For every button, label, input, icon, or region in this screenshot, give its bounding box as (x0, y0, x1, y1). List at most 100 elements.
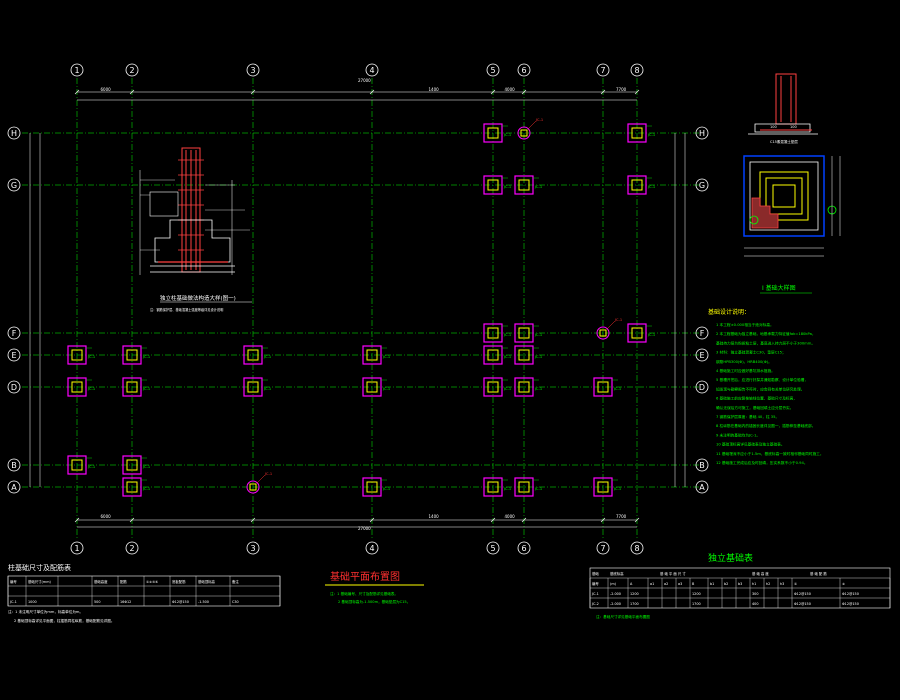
footing-outline (627, 123, 647, 143)
footing-tag: JC-1 (87, 355, 95, 359)
axis-bubble-F (695, 326, 709, 340)
axis-label-1: 1 (74, 66, 79, 75)
axis-label-4: 4 (369, 544, 374, 553)
marker-tag: JC-1 (264, 472, 272, 476)
dimension-tick (369, 89, 375, 95)
axis-bubble-B (695, 458, 709, 472)
left-table-header: 基础高度 (94, 579, 108, 584)
left-table-cell: 500 (94, 600, 100, 604)
design-note-line: 钢筋HPB300(Φ)，HRB400(Φ)。 (716, 359, 772, 364)
right-table-note: 注：基础尺寸详见基础平面布置图 (596, 614, 650, 619)
column-outline (247, 349, 259, 361)
footing-tag: JC-1 (87, 387, 95, 391)
design-notes: 基础设计说明： 1 本工程±0.000相当于绝对标高。2 本工程基础为独立基础，… (708, 308, 824, 465)
axis-bubble-H (695, 126, 709, 140)
right-table-subheader: h3 (780, 582, 784, 586)
column-outline (487, 327, 499, 339)
column-outline (366, 381, 378, 393)
axis-label-F: F (700, 329, 705, 338)
axis-bubble-F (7, 326, 21, 340)
footing-outline (483, 175, 503, 195)
right-table-subheader: b2 (724, 582, 728, 586)
column-outline (631, 179, 643, 191)
column-footing-section-detail: 独立柱基础做法构造大样(图一) 注：钢筋保护层、基础混凝土强度等级详见设计说明 (139, 147, 252, 312)
footing-tag: JC-1 (142, 387, 150, 391)
footing-tag: JC-1 (534, 487, 542, 491)
right-table-header: 基 础 平 面 尺 寸 (660, 571, 686, 576)
axis-label-3: 3 (250, 544, 255, 553)
large-detail-title: Ⅰ 基础大样图 (762, 284, 796, 292)
design-notes-title: 基础设计说明： (708, 308, 750, 316)
footing-outline (243, 377, 263, 397)
column-marker-inner (520, 129, 528, 137)
axis-label-2: 2 (129, 66, 134, 75)
axis-bubble-7 (596, 541, 610, 555)
axis-bubble-E (695, 348, 709, 362)
column-outline (366, 481, 378, 493)
footing-outline (483, 323, 503, 343)
axis-label-8: 8 (634, 66, 639, 75)
left-table-title: 柱基础尺寸及配筋表 (8, 563, 71, 572)
design-note-line: 10 基础顶标高详见基础表及独立基础表。 (716, 442, 785, 447)
column-outline (487, 381, 499, 393)
section-detail-note: 注：钢筋保护层、基础混凝土强度等级详见设计说明 (150, 307, 223, 312)
column-outline (518, 481, 530, 493)
footing-outline (122, 377, 142, 397)
right-table-subheader: A (630, 582, 633, 586)
axis-label-7: 7 (600, 66, 605, 75)
design-note-line: 12 基础施工完成后应及时回填，压实系数不小于0.94。 (716, 460, 808, 465)
left-table-header: 备注 (232, 579, 239, 584)
left-table-cell: 1000 (28, 600, 37, 604)
axis-label-B: B (11, 461, 17, 470)
design-note-line: 9 未注明的基础均为JC-1。 (716, 432, 760, 437)
dimension-tick (521, 517, 527, 523)
left-table-header: 底板配筋 (172, 579, 186, 584)
segment-dim-top: 7700 (616, 87, 627, 92)
left-table-cell: Φ12@150 (172, 600, 189, 604)
segment-dim-bottom: 7700 (616, 514, 627, 519)
footing-tag: JC-1 (503, 133, 511, 137)
footing-outline (483, 345, 503, 365)
footing-large-detail: 100 100 C15素混凝土垫层 Ⅰ 基础大样图 (743, 73, 841, 294)
right-table-header: 基底标高 (610, 571, 624, 576)
footing-tag: JC-1 (534, 185, 542, 189)
design-note-line: 6 基础施工前应复核轴线位置、基础尺寸及标高， (716, 396, 797, 401)
footing-outline (627, 323, 647, 343)
column-outline (126, 349, 138, 361)
left-table-cell: -1.500 (198, 600, 209, 604)
right-table-header: 基础 (592, 571, 599, 576)
axis-bubble-5 (486, 63, 500, 77)
footing-tag: JC-1 (534, 333, 542, 337)
column-outline (126, 459, 138, 471)
column-outline (71, 459, 83, 471)
right-table-subheader: B (692, 582, 695, 586)
right-table-subheader: a1 (650, 582, 654, 586)
column-outline (366, 349, 378, 361)
dimension-tick (250, 89, 256, 95)
left-table-cell: 16Φ12 (120, 600, 131, 604)
footing-outline (514, 323, 534, 343)
footing-tag: JC-1 (503, 333, 511, 337)
column-marker (596, 326, 610, 340)
section-detail-title: 独立柱基础做法构造大样(图一) (160, 294, 236, 302)
footing-outline (67, 377, 87, 397)
axis-bubble-A (7, 480, 21, 494)
footing-outline (362, 377, 382, 397)
axis-label-2: 2 (129, 544, 134, 553)
right-table-title: 独立基础表 (708, 552, 753, 564)
dimension-tick (634, 89, 640, 95)
design-notes-lines: 1 本工程±0.000相当于绝对标高。2 本工程基础为独立基础，地基承载力特征值… (716, 322, 824, 465)
axis-label-G: G (699, 181, 705, 190)
footing-outline (67, 345, 87, 365)
footing-tag: JC-1 (613, 487, 621, 491)
plan-title: 基础平面布置图 (330, 570, 400, 583)
footing-outline (362, 477, 382, 497)
axis-bubble-E (7, 348, 21, 362)
dimension-tick (600, 89, 606, 95)
column-outline (487, 481, 499, 493)
left-table-cell: C30 (232, 600, 239, 604)
axis-label-7: 7 (600, 544, 605, 553)
